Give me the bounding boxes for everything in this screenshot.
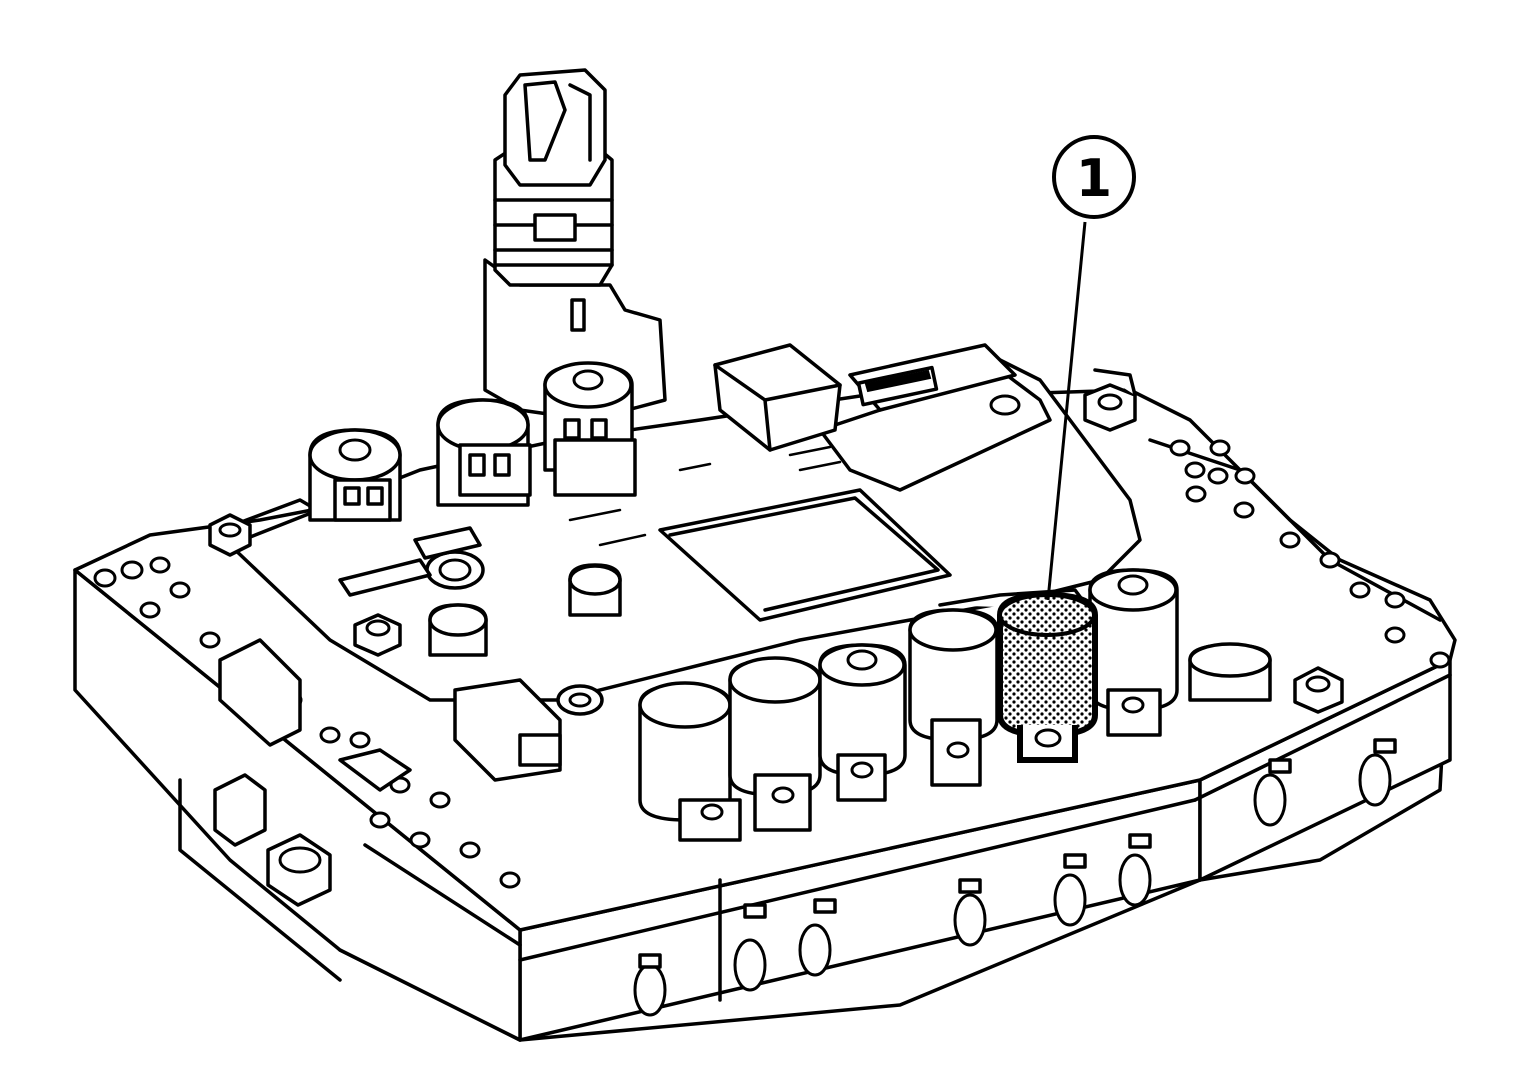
front-face-ports	[633, 738, 1397, 1017]
callout-leader-line	[1046, 221, 1087, 601]
right-plate-holes	[1169, 439, 1451, 669]
mid-level-components	[338, 526, 622, 782]
callout-label: 1	[1076, 149, 1112, 209]
upper-solenoid-row	[208, 361, 1137, 557]
callout-1: 1	[1046, 135, 1136, 601]
lower-solenoid-row	[638, 568, 1344, 842]
harness-connector-tower	[483, 68, 667, 422]
callout-circle	[1052, 135, 1136, 219]
control-module-housing	[228, 343, 1142, 702]
side-bolt-left	[213, 773, 332, 907]
left-plate-holes	[93, 556, 521, 889]
highlighted-solenoid-valve	[997, 591, 1098, 763]
